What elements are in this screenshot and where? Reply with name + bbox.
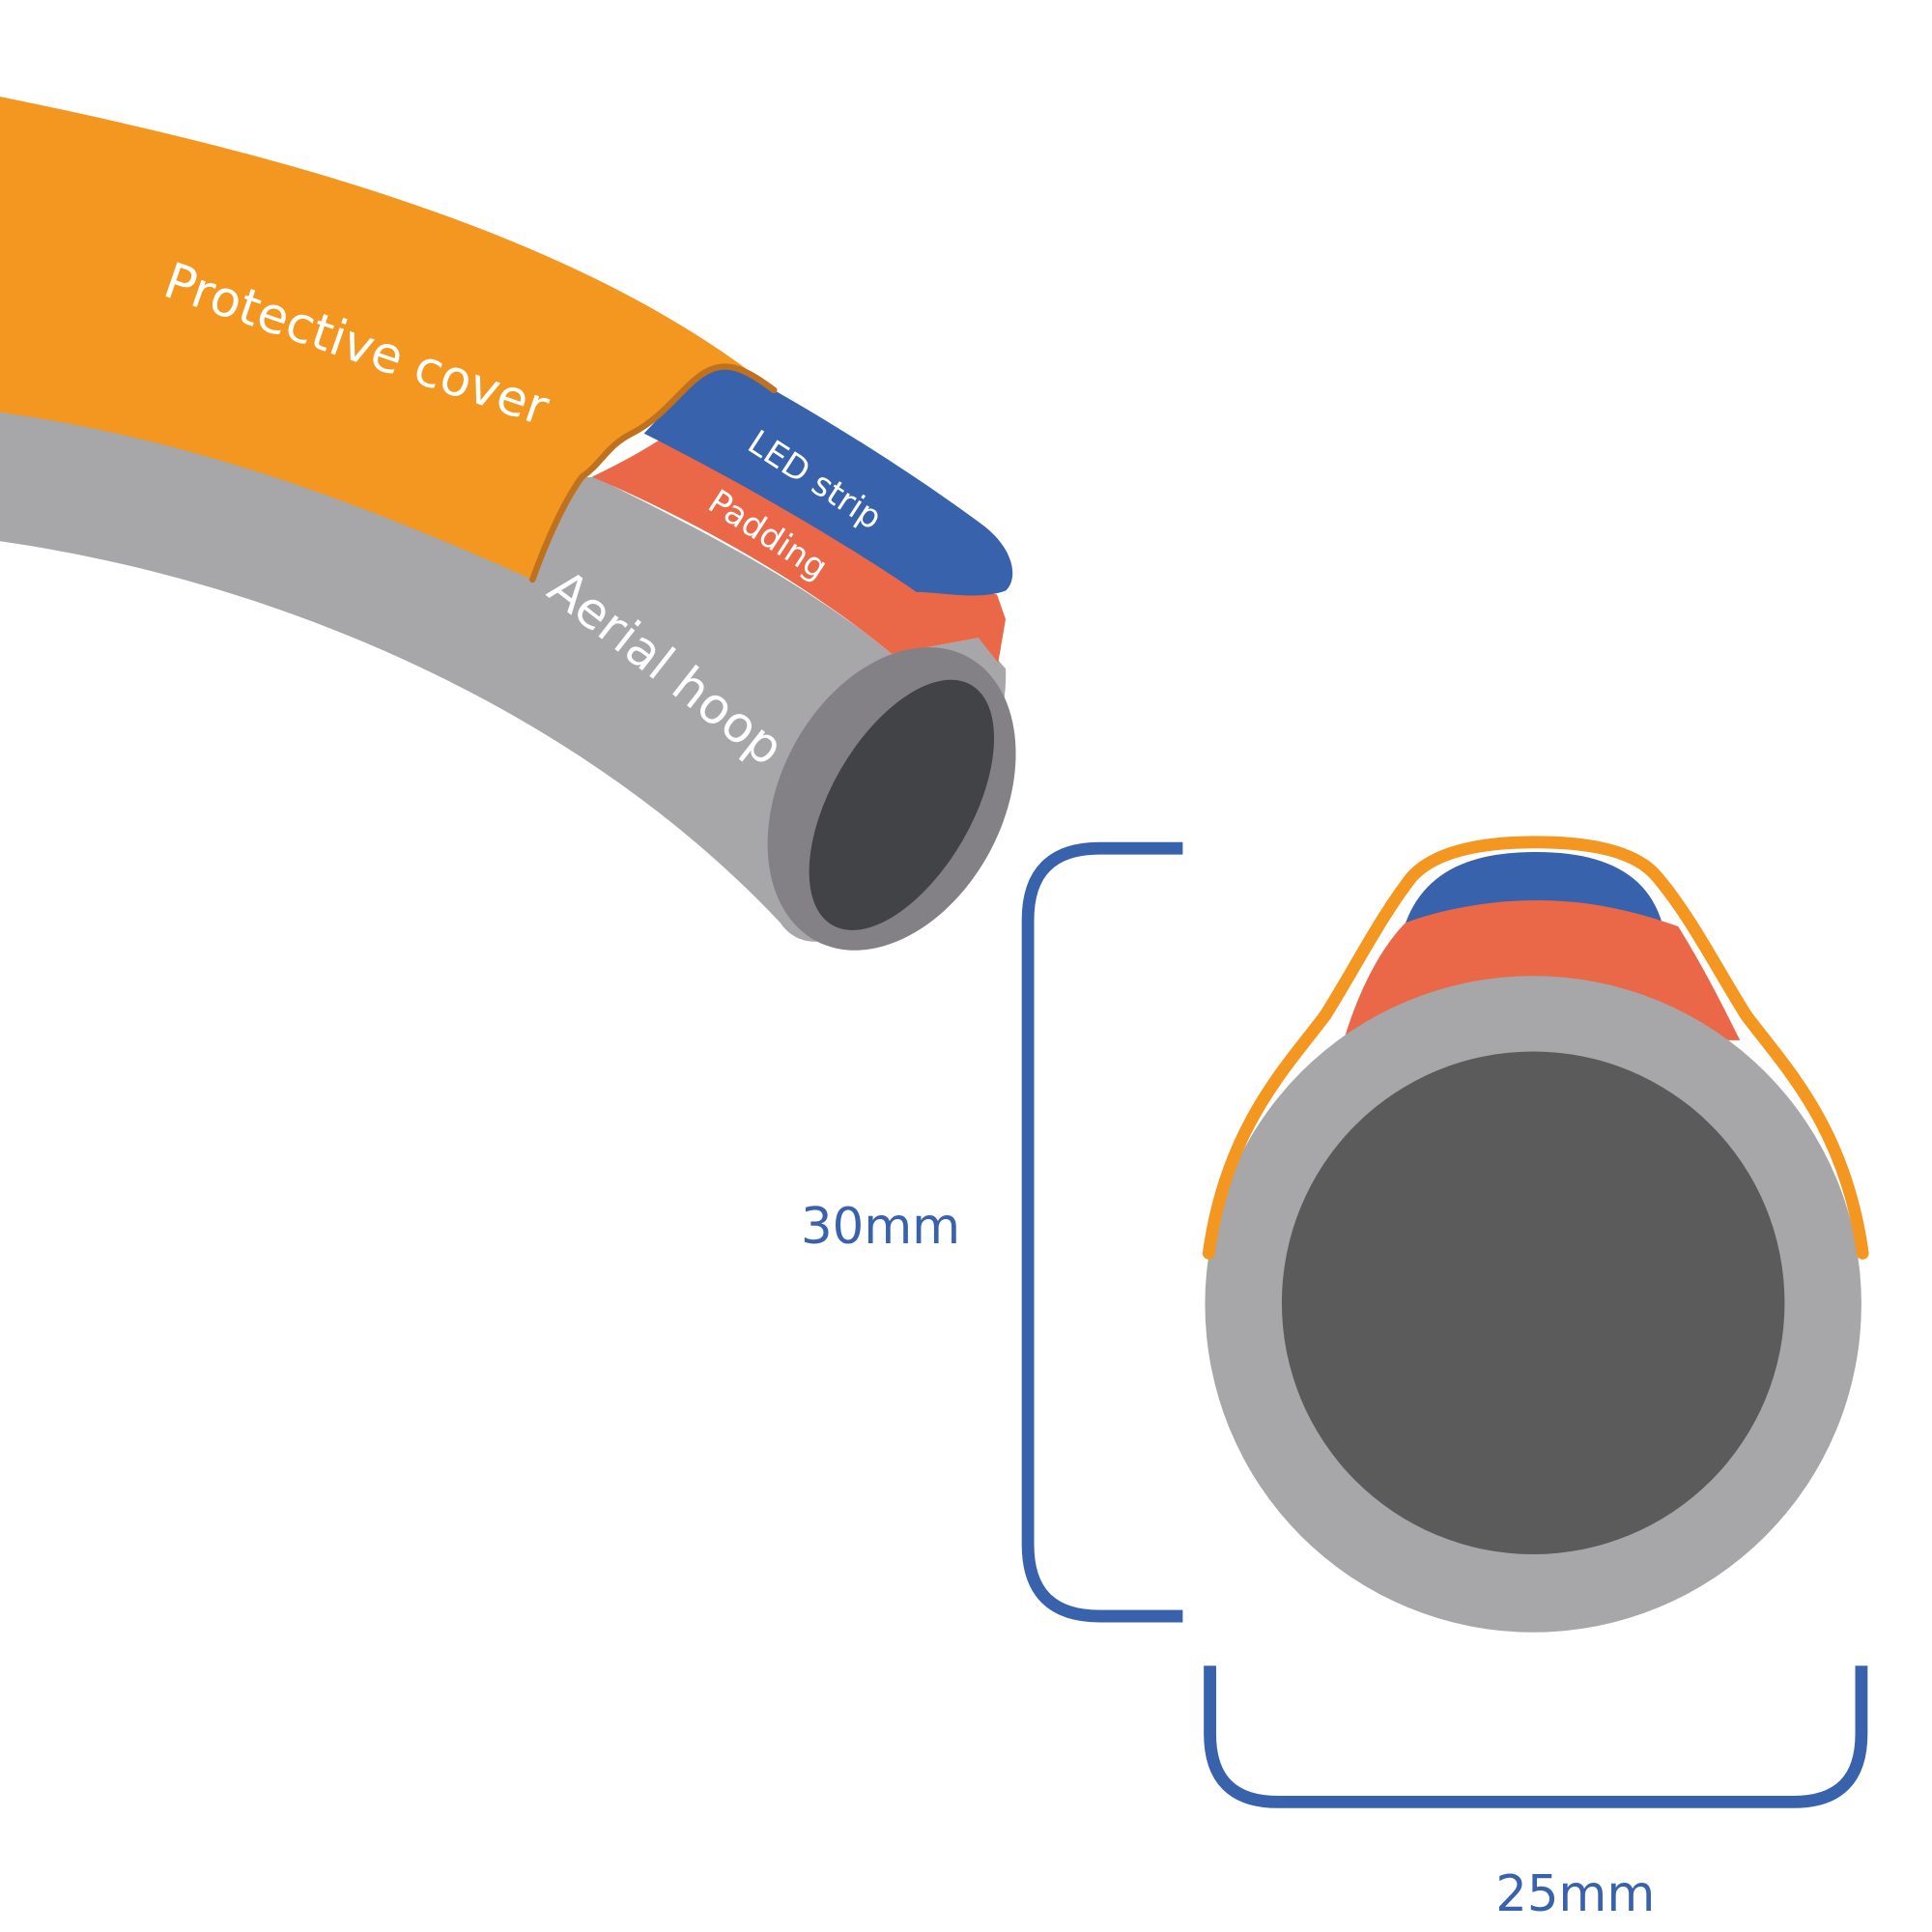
width-bracket: [1204, 1665, 1868, 1808]
width-label: 25mm: [1495, 1865, 1655, 1923]
height-label: 30mm: [801, 1198, 960, 1256]
hoop-side-view: Protective cover LED strip Padding Aeria…: [0, 97, 1016, 951]
cross-protective-cover: [1202, 836, 1869, 1260]
cross-hoop-core: [1281, 1051, 1785, 1554]
cover-cut-edge: [529, 363, 778, 583]
height-bracket: [1021, 841, 1183, 1623]
aerial-hoop-body: [0, 412, 1007, 942]
protective-cover-band: [0, 97, 775, 580]
dimension-height: 30mm: [801, 841, 1183, 1623]
hoop-end-hole: [809, 679, 995, 930]
padding-layer: [591, 418, 1007, 663]
dimension-width: 25mm: [1204, 1665, 1868, 1923]
cross-led-strip: [1406, 852, 1662, 923]
led-strip-layer: [643, 369, 1013, 596]
hoop-cross-section: [1202, 836, 1869, 1633]
